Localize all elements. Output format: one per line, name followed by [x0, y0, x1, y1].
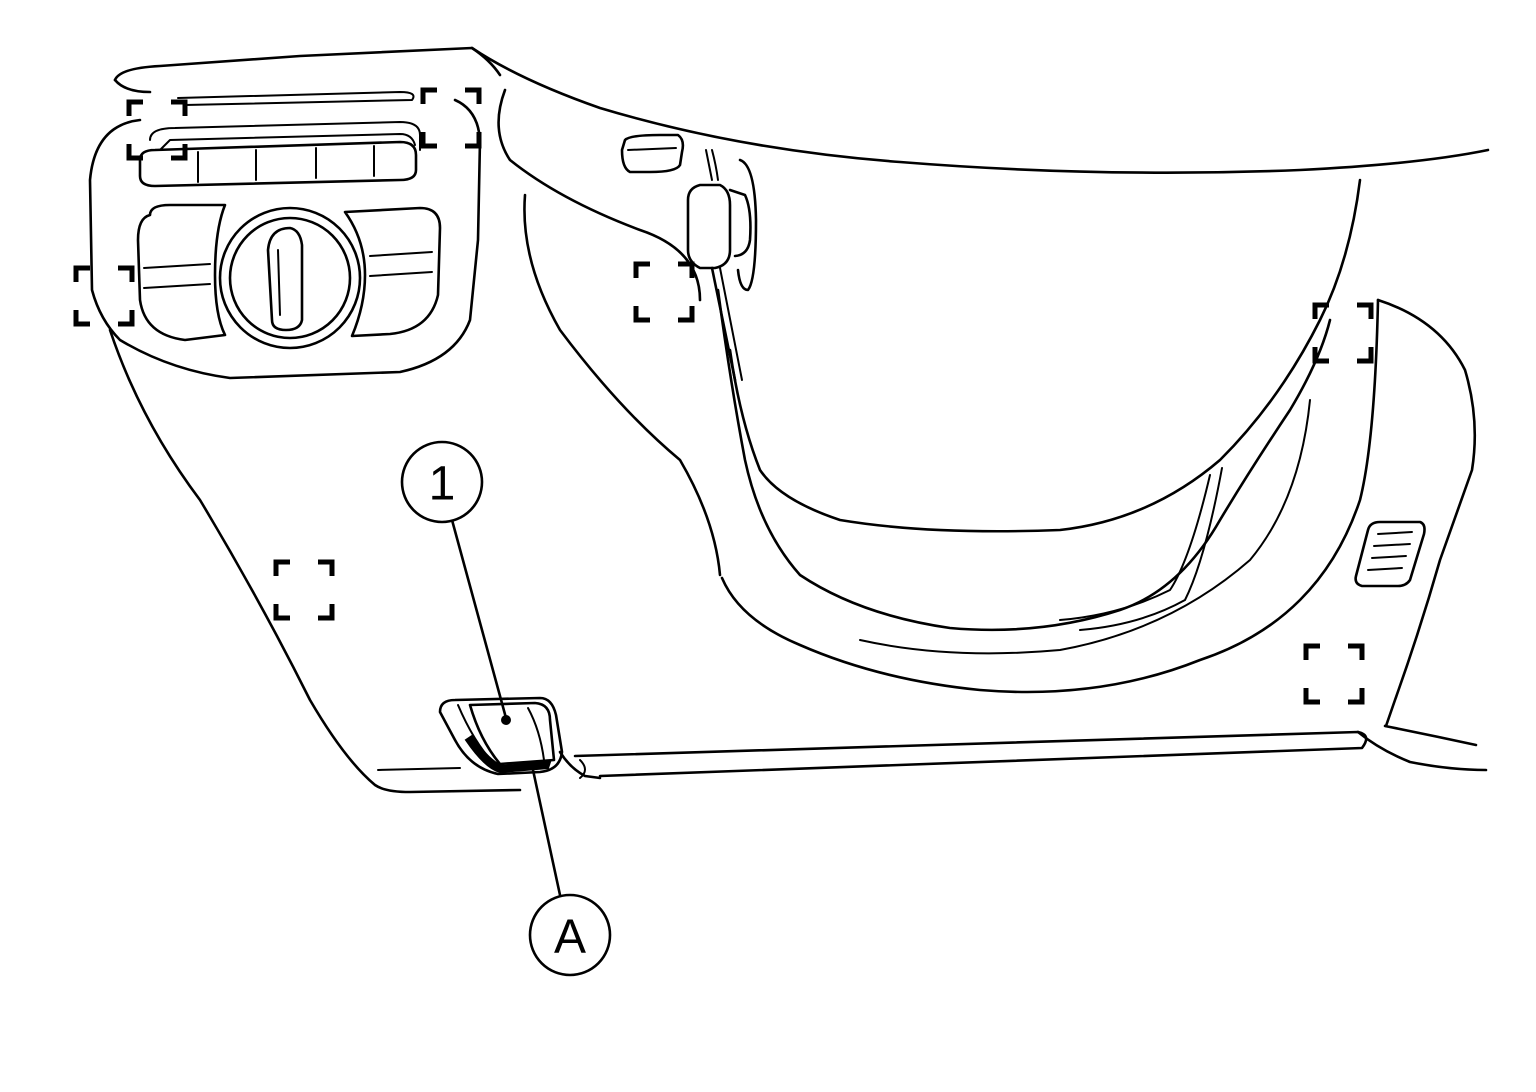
center-cluster-frame: [88, 91, 482, 380]
callout-A-label: A: [554, 911, 586, 964]
clip-location-marker-icon: [126, 99, 188, 161]
control-knob-grip: [266, 226, 304, 332]
control-knob-outer-ring: [218, 206, 362, 350]
bottom-trim: [573, 724, 1488, 779]
left-lower-panel: [108, 328, 522, 794]
lever-assembly: [620, 133, 758, 382]
climate-control-panel: [136, 203, 442, 350]
clip-location-marker-icon: [273, 559, 335, 621]
clip-location-marker-icon: [1312, 302, 1374, 364]
center-upper-vent: [138, 140, 418, 188]
clip-location-marker-icon: [420, 87, 482, 149]
clip-location-marker-icon: [1303, 643, 1365, 705]
callout-A: A: [528, 893, 612, 977]
side-vent: [1354, 520, 1426, 588]
clip-location-marker-icon: [633, 261, 695, 323]
knee-bolster: [497, 88, 1477, 728]
callout-leaders: [450, 518, 562, 897]
control-knob-icon: [228, 216, 352, 340]
leader-dot-1: [501, 715, 511, 725]
switch-icon: [620, 133, 685, 174]
side-vent-icon: [1354, 520, 1426, 588]
clip-markers: [73, 87, 1374, 705]
dashboard-top-contour: [113, 46, 1490, 174]
callout-1: 1: [400, 440, 484, 524]
callout-1-label: 1: [429, 458, 456, 511]
clip-location-marker-icon: [73, 265, 135, 327]
cover-panel: [438, 696, 602, 780]
